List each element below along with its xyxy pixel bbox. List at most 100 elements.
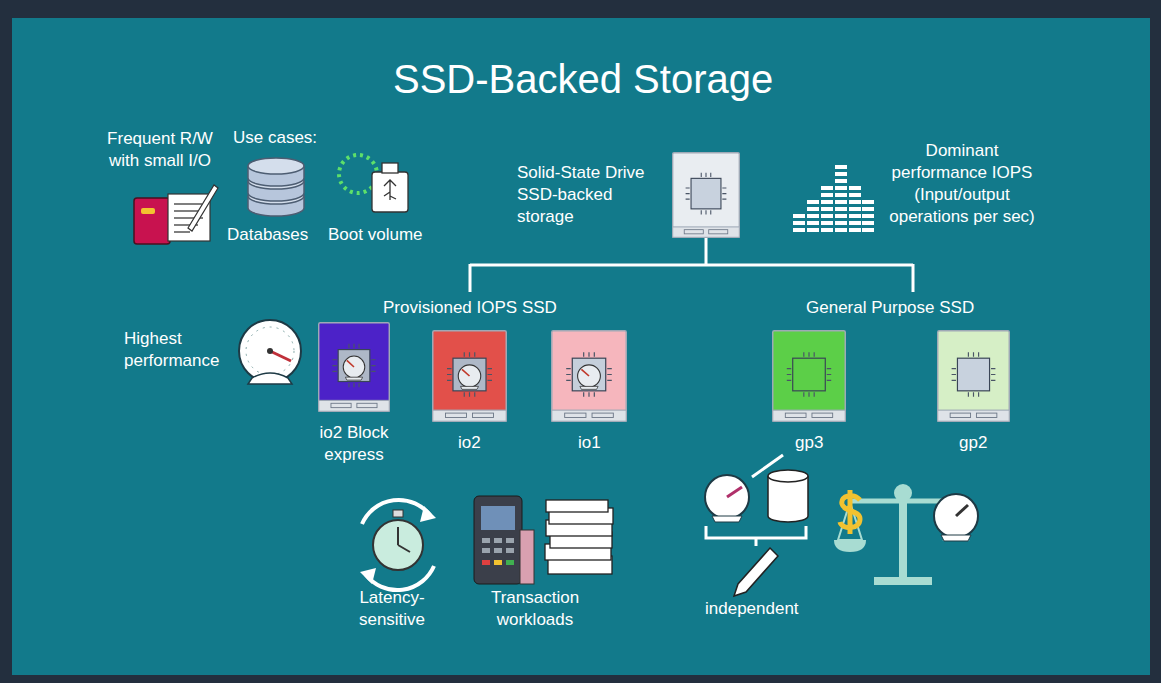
ssd-chip-node-part-part	[433, 410, 507, 421]
boot-volume-icon-part	[384, 180, 396, 200]
annotation-label: General Purpose SSD	[806, 297, 974, 319]
ssd-chip-node-part-part	[338, 350, 370, 382]
stopwatch-icon-part	[398, 527, 410, 552]
ssd-chip-node-part-part	[343, 356, 365, 378]
notebook-icon-part	[134, 198, 170, 244]
annotation-label: Frequent R/W with small I/O	[98, 128, 222, 172]
database-icon-part	[248, 158, 304, 174]
gp3-independent-icons-part	[727, 487, 742, 497]
database-icon	[248, 158, 304, 216]
speed-gauge-icon-part	[267, 348, 273, 354]
stopwatch-icon-part	[360, 568, 376, 584]
speed-gauge-icon-part	[270, 351, 291, 361]
volume-type-label: gp3	[795, 432, 823, 454]
volume-type-label: Solid-State Drive SSD-backed storage	[517, 162, 662, 228]
ssd-chip-node: io2 Block express	[318, 322, 390, 412]
volume-type-label: io2	[458, 432, 481, 454]
ssd-chip-node-part-part	[319, 400, 390, 411]
ssd-chip-node-part-part	[357, 403, 377, 407]
volume-type-label: gp2	[959, 432, 987, 454]
speed-gauge-icon-part	[246, 327, 294, 375]
payment-terminal-icon-part-part	[494, 538, 502, 543]
balance-scale-icon-part	[934, 494, 978, 538]
notebook-icon-part	[141, 208, 155, 214]
tree-bracket-part	[470, 238, 913, 292]
ssd-chip-node-part-part	[952, 352, 996, 397]
ssd-chip-node-part-part	[461, 386, 479, 389]
ssd-chip-node-part	[937, 330, 1010, 422]
ssd-chip-node-part-part	[332, 344, 375, 388]
iops-bar-chart	[799, 162, 868, 232]
ssd-chip-node-part-part	[709, 230, 728, 234]
ssd-chip-node-part	[432, 330, 507, 422]
payment-terminal-icon-part	[474, 496, 522, 584]
ssd-chip-node-part-part	[462, 369, 470, 376]
boot-volume-icon-part	[382, 163, 398, 173]
balance-scale-icon-part	[874, 577, 932, 585]
payment-terminal-icon-part	[481, 506, 515, 530]
speed-gauge-icon-part	[248, 373, 292, 384]
notebook-icon	[134, 185, 218, 244]
payment-terminal-icon-part-part	[506, 548, 514, 553]
ssd-chip-node-part-part	[458, 365, 481, 387]
ssd-chip-node: io1	[551, 330, 627, 422]
boot-volume-icon	[339, 155, 408, 212]
payment-terminal-icon-part	[494, 560, 502, 565]
annotation-label: Dominant performance IOPS (Input/output …	[878, 140, 1046, 228]
stopwatch-icon-part	[420, 506, 436, 522]
iops-bar-chart-part	[821, 183, 833, 232]
diagram-title: SSD-Backed Storage	[393, 56, 773, 102]
gp3-independent-icons-part	[768, 476, 808, 522]
payment-terminal-icon-part	[482, 538, 514, 553]
ssd-chip-node-part	[772, 330, 846, 422]
ssd-chip-node: gp2	[937, 330, 1010, 422]
payment-terminal-icon-part	[506, 560, 514, 565]
ssd-chip-node-part-part	[673, 227, 740, 237]
speed-gauge-icon	[239, 320, 301, 384]
payment-terminal-icon-part-part	[482, 538, 490, 543]
gp3-independent-icons-part	[712, 516, 742, 522]
annotation-label: Boot volume	[328, 224, 423, 246]
notebook-icon-part	[188, 185, 218, 231]
balance-scale-icon-part	[834, 540, 866, 552]
ssd-chip-node-part-part	[957, 358, 989, 391]
balance-scale-icon	[834, 484, 978, 585]
iops-bar-chart-part	[807, 197, 819, 232]
ssd-chip-node-part-part	[433, 331, 507, 422]
boot-volume-icon-part	[372, 172, 408, 212]
ssd-chip-node-part-part	[580, 386, 598, 389]
ssd-chip-node-part-part	[552, 410, 626, 421]
iops-bar-chart-part	[862, 197, 874, 232]
ssd-chip-node: io2	[432, 330, 507, 422]
ssd-chip-node-part-part	[578, 365, 601, 387]
ssd-chip-node-part-part	[938, 410, 1010, 421]
gp3-independent-icons-part	[734, 548, 778, 596]
ssd-chip-node-part	[318, 322, 390, 412]
iops-bar-chart-part	[793, 211, 805, 232]
ssd-chip-node-part-part	[572, 358, 605, 391]
ssd-chip-node-part-part	[673, 153, 740, 238]
stopwatch-icon-part	[393, 510, 403, 517]
ssd-chip-node-part-part	[976, 413, 996, 417]
ssd-chip-node-part	[551, 330, 627, 422]
payment-terminal-icon	[474, 496, 534, 584]
annotation-label: independent	[705, 598, 799, 620]
ssd-chip-node-part-part	[812, 413, 833, 417]
annotation-label: Latency- sensitive	[337, 587, 447, 631]
payment-terminal-icon-part-part	[482, 548, 490, 553]
ssd-chip-node-part-part	[684, 230, 703, 234]
ssd-chip-node: gp3	[772, 330, 846, 422]
ssd-chip-node-part-part	[566, 352, 612, 397]
ssd-chip-node-part-part	[319, 323, 390, 412]
ssd-chip-node-part-part	[581, 369, 589, 376]
ssd-chip-node-part-part	[592, 413, 613, 417]
ssd-chip-node-part-part	[331, 403, 351, 407]
ssd-chip-node-part-part	[691, 178, 721, 209]
ssd-chip-node-part-part	[793, 358, 826, 391]
payment-terminal-icon-part-part	[494, 548, 502, 553]
gp3-independent-icons-part	[705, 475, 749, 519]
balance-scale-icon-part	[899, 497, 907, 579]
payment-terminal-icon-part	[482, 560, 490, 565]
payment-terminal-icon-part	[520, 530, 534, 584]
